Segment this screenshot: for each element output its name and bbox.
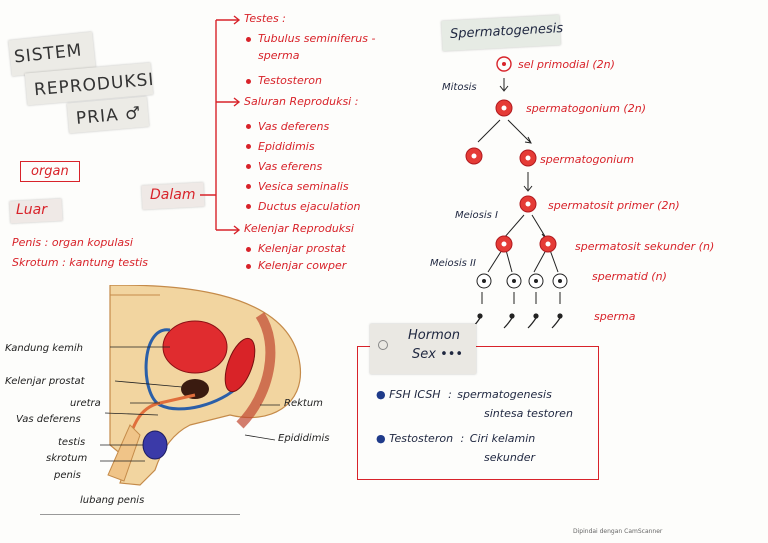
label-uretra: uretra [70,398,101,409]
list-item: Vesica seminalis [246,177,396,197]
hormon-sep-2: : [460,432,465,445]
list-item: Ductus ejaculation [246,197,396,217]
label-rektum: Rektum [284,398,323,409]
organ-label: organ [20,161,80,182]
hormon-item-1: ● FSH ICSH : spermatogenesis [376,388,552,401]
hormon-value-2a: Ciri kelamin [469,432,536,445]
anatomy-illustration [100,285,302,486]
hormon-tape [370,324,476,374]
section-saluran-list: Vas deferens Epididimis Vas eferens Vesi… [246,117,396,217]
bottom-rule [40,514,240,515]
hormon-value-2b: sekunder [484,451,536,464]
stage-spermatogonium-2: spermatogonium [540,153,634,166]
stage-spermatosit-primer: spermatosit primer (2n) [548,199,680,212]
section-saluran-heading: Saluran Reproduksi : [244,95,359,108]
list-item: Tubulus seminiferus - sperma [246,30,396,64]
luar-item-skrotum: Skrotum : kantung testis [12,256,149,269]
section-testes-heading: Testes : [244,12,286,25]
list-item: Vas deferens [246,117,396,137]
hormon-item-2: ● Testosteron : Ciri kelamin [376,432,536,445]
stage-sel-primodial: sel primodial (2n) [518,58,615,71]
hormon-value-1a: spermatogenesis [457,388,552,401]
stage-spermatogonium: spermatogonium (2n) [526,102,646,115]
hormon-key-1: FSH ICSH [389,388,441,401]
stage-spermatid: spermatid (n) [592,270,667,283]
dalam-brace [200,15,241,235]
stage-spermatosit-sekunder: spermatosit sekunder (n) [575,240,715,253]
luar-label: Luar [16,202,48,218]
label-penis: penis [54,470,81,481]
label-lubang-penis: lubang penis [80,495,145,506]
hormon-title-2: Sex ••• [412,347,464,362]
hormon-value-1b: sintesa testoren [484,407,573,420]
label-meiosis-2: Meiosis II [430,258,476,269]
section-kelenjar-heading: Kelenjar Reproduksi [244,222,354,235]
list-item: Epididimis [246,137,396,157]
hormon-pin-icon [378,340,388,350]
label-testis: testis [58,437,86,448]
hormon-key-2: Testosteron [389,432,454,445]
list-item: Kelenjar cowper [246,257,396,274]
label-kandung-kemih: Kandung kemih [5,343,84,354]
section-kelenjar-list: Kelenjar prostat Kelenjar cowper [246,240,396,274]
dalam-label: Dalam [150,187,196,203]
luar-item-penis: Penis : organ kopulasi [12,236,133,249]
hormon-sep-1: : [448,388,452,401]
hormon-title-1: Hormon [408,328,460,343]
stage-sperma: sperma [594,310,636,323]
list-item: Vas eferens [246,157,396,177]
label-kelenjar-prostat: Kelenjar prostat [5,376,85,387]
label-skrotum: skrotum [46,453,88,464]
footer-watermark: Dipindai dengan CamScanner [573,528,663,535]
hormon-box [357,346,599,480]
label-meiosis-1: Meiosis I [455,210,499,221]
label-vas-deferens: Vas deferens [16,414,81,425]
label-mitosis: Mitosis [442,82,477,93]
list-item: Testosteron [246,72,396,89]
section-testes-list: Tubulus seminiferus - sperma Testosteron [246,30,396,89]
spermatogenesis-diagram [465,56,568,329]
label-epididimis: Epididimis [278,433,330,444]
list-item: Kelenjar prostat [246,240,396,257]
